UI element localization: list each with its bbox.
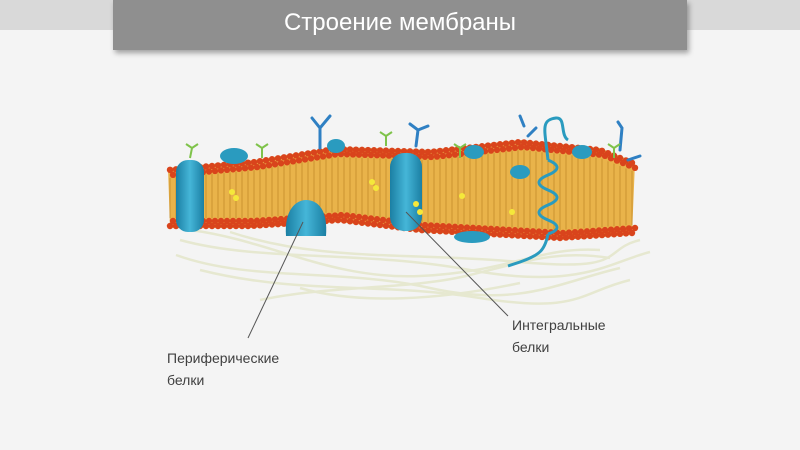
lipid-head <box>632 225 638 231</box>
lipid-head <box>350 213 356 219</box>
lipid-head <box>272 161 278 167</box>
lipid-head <box>308 155 314 161</box>
lipid-head <box>266 162 272 168</box>
lipid-head <box>338 212 344 218</box>
lipid-head <box>374 216 380 222</box>
label-integral-proteins: Интегральные белки <box>512 314 642 358</box>
lipid-head <box>500 146 506 152</box>
lipid-head <box>230 166 236 172</box>
lipid-head <box>242 165 248 171</box>
lipid-head <box>506 145 512 151</box>
lipid-head <box>284 159 290 165</box>
label-peripheral-text: Периферические белки <box>167 347 312 391</box>
lipid-head <box>494 147 500 153</box>
cytoskeleton-fibers <box>176 230 650 304</box>
lipid-head <box>632 165 638 171</box>
lipid-head <box>218 167 224 173</box>
integral-protein-center <box>390 153 422 231</box>
lipid-head <box>206 168 212 174</box>
label-integral-text: Интегральные белки <box>512 314 642 358</box>
lipid-head <box>428 154 434 160</box>
lipid-head <box>278 160 284 166</box>
lipid-head <box>368 215 374 221</box>
lipid-head <box>512 145 518 151</box>
lipid-head <box>362 215 368 221</box>
lipid-head <box>224 167 230 173</box>
lipid-head <box>440 153 446 159</box>
lipid-head <box>344 212 350 218</box>
lipid-head <box>296 157 302 163</box>
lipid-head <box>302 156 308 162</box>
lipid-head <box>326 152 332 158</box>
lipid-head <box>452 151 458 157</box>
lipid-head <box>356 214 362 220</box>
lipid-head <box>314 154 320 160</box>
lipid-head <box>254 164 260 170</box>
lipid-head <box>434 153 440 159</box>
lipid-head <box>320 153 326 159</box>
lipid-head <box>380 217 386 223</box>
lipid-head <box>260 163 266 169</box>
lipid-head <box>248 164 254 170</box>
lipid-head <box>236 166 242 172</box>
label-peripheral-proteins: Периферические белки <box>167 347 312 391</box>
lipid-head <box>488 147 494 153</box>
lipid-head <box>290 158 296 164</box>
lipid-head <box>446 152 452 158</box>
lipid-head <box>170 172 176 178</box>
lipid-head <box>212 168 218 174</box>
integral-protein-left <box>176 160 204 232</box>
